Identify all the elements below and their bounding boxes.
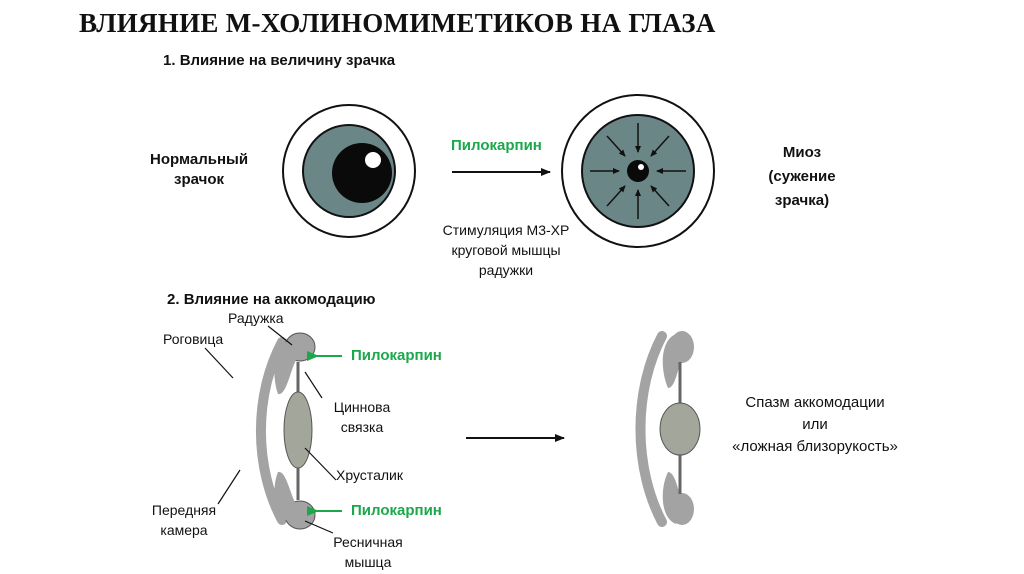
lens [283, 391, 313, 469]
normal-pupil-label-line2: зрачок [174, 171, 224, 188]
iris-top [274, 340, 296, 395]
miosis-line2: (сужение [768, 168, 836, 185]
iris-label: Радужка [228, 310, 284, 326]
section1-heading: 1. Влияние на величину зрачка [163, 52, 395, 69]
spasm-line3: «ложная близорукость» [732, 438, 898, 455]
constriction-arrow [606, 185, 626, 207]
normal-eye-pupil [332, 143, 392, 203]
pointer-ciliary [304, 520, 334, 534]
mechanism-line1: Стимуляция М3-ХР [442, 222, 570, 238]
miosis-line3: зрачка) [774, 192, 830, 209]
normal-pupil-label: Нормальный зрачок [150, 150, 248, 190]
lens-label: Хрусталик [336, 467, 403, 483]
anterior-line2: камера [160, 522, 208, 538]
zonule-line2: связка [340, 419, 384, 435]
accommodation-diagram-before [204, 325, 342, 534]
lens-after [659, 402, 701, 456]
miosis-eye-glint [638, 164, 644, 170]
page-title: ВЛИЯНИЕ М-ХОЛИНОМИМЕТИКОВ НА ГЛАЗА [79, 8, 716, 38]
section1-number: 1. [163, 52, 176, 69]
constriction-arrow [606, 135, 626, 157]
zonule-line1: Циннова [333, 399, 391, 415]
mechanism-line2: круговой мышцы [451, 242, 561, 258]
constriction-arrows [590, 123, 686, 219]
miosis-eye [561, 94, 715, 248]
accommodation-diagram-after [635, 331, 701, 527]
miosis-eye-pupil [627, 160, 649, 182]
section2-heading: 2. Влияние на аккомодацию [167, 291, 376, 308]
cornea-arc-after [635, 331, 667, 527]
pointer-iris [267, 325, 293, 346]
anterior-chamber-label: Передняя камера [144, 500, 224, 540]
miosis-label: Миоз (сужение зрачка) [752, 141, 852, 213]
iris-top-after [662, 334, 684, 388]
pointer-anterior [217, 469, 241, 505]
section2-title: Влияние на аккомодацию [183, 291, 376, 308]
spasm-line1: Спазм аккомодации [745, 394, 885, 411]
mechanism-label: Стимуляция М3-ХР круговой мышцы радужки [432, 220, 580, 280]
iris-bottom-after [662, 472, 684, 524]
pointer-lens [304, 447, 337, 481]
ciliary-muscle-label: Ресничная мышца [325, 532, 411, 572]
miosis-line1: Миоз [782, 144, 822, 161]
spasm-line2: или [802, 416, 828, 433]
anterior-line1: Передняя [151, 502, 217, 518]
normal-eye [282, 104, 416, 238]
ciliary-line1: Ресничная [333, 534, 403, 550]
zonule-label: Циннова связка [325, 397, 399, 437]
iris-bottom [274, 471, 296, 522]
drug-label-section1: Пилокарпин [451, 137, 542, 154]
pointer-zonule [304, 371, 323, 399]
drug-label-top: Пилокарпин [351, 347, 442, 364]
cornea-label: Роговица [163, 331, 224, 347]
accommodation-spasm-label: Спазм аккомодации или «ложная близорукос… [705, 392, 925, 458]
ciliary-line2: мышца [344, 554, 392, 570]
constriction-arrow [650, 185, 670, 207]
drug-label-bottom: Пилокарпин [351, 502, 442, 519]
normal-pupil-label-line1: Нормальный [150, 151, 249, 168]
section1-title: Влияние на величину зрачка [179, 52, 396, 69]
normal-eye-glint [365, 152, 381, 168]
section2-number: 2. [167, 291, 180, 308]
pointer-cornea [204, 347, 234, 379]
constriction-arrow [650, 135, 670, 157]
mechanism-line3: радужки [478, 262, 534, 278]
cornea-arc [255, 337, 287, 525]
